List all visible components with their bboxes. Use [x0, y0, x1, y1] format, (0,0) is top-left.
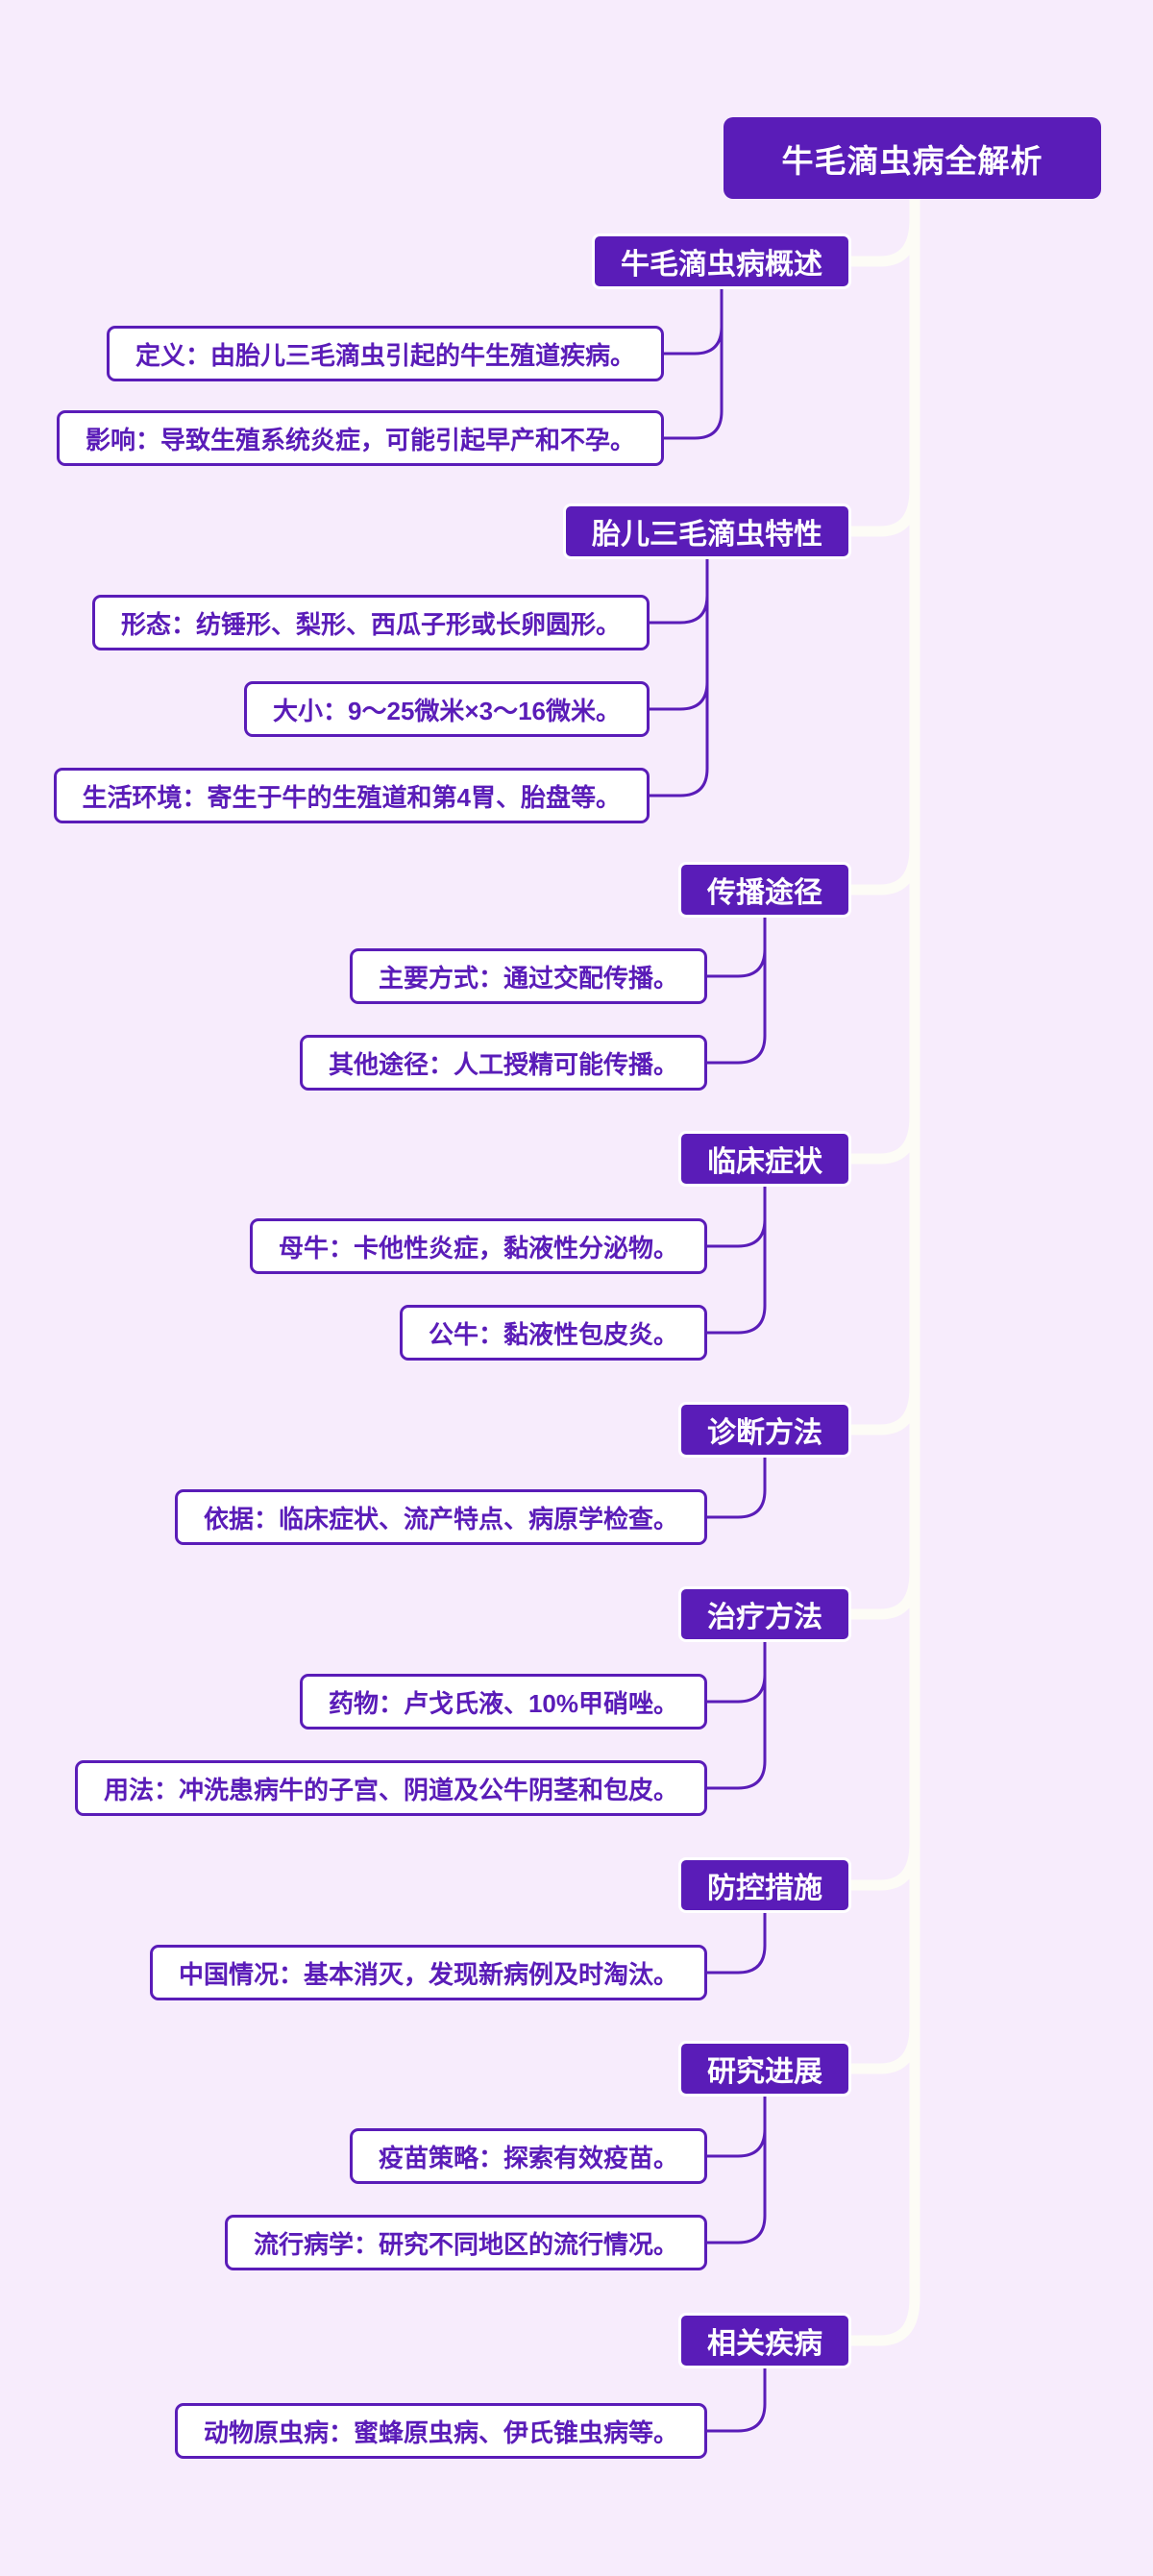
child-connector: [648, 555, 709, 625]
detail-node-cow-symptoms[interactable]: 母牛：卡他性炎症，黏液性分泌物。: [249, 1218, 707, 1274]
child-connector: [705, 1638, 767, 1704]
section-node-related-diseases[interactable]: 相关疾病: [678, 2313, 851, 2368]
section-node-treatment[interactable]: 治疗方法: [678, 1586, 851, 1642]
branch-connector: [838, 2021, 920, 2074]
section-node-parasite-traits[interactable]: 胎儿三毛滴虫特性: [563, 503, 851, 559]
section-node-prevention[interactable]: 防控措施: [678, 1857, 851, 1913]
detail-node-china-status[interactable]: 中国情况：基本消灭，发现新病例及时淘汰。: [149, 1945, 707, 2000]
root-node-title[interactable]: 牛毛滴虫病全解析: [724, 117, 1101, 199]
child-connector: [705, 914, 767, 978]
section-node-transmission[interactable]: 传播途径: [678, 862, 851, 918]
detail-node-definition[interactable]: 定义：由胎儿三毛滴虫引起的牛生殖道疾病。: [106, 326, 664, 381]
child-connector: [705, 2093, 767, 2158]
child-connector: [648, 555, 709, 797]
section-node-clinical-symptoms[interactable]: 临床症状: [678, 1131, 851, 1187]
branch-connector: [838, 2293, 920, 2346]
detail-node-size[interactable]: 大小：9～25微米×3～16微米。: [244, 681, 650, 737]
child-connector: [705, 1454, 767, 1519]
child-connector: [705, 914, 767, 1065]
detail-node-epidemiology[interactable]: 流行病学：研究不同地区的流行情况。: [224, 2215, 707, 2270]
detail-node-diagnosis-basis[interactable]: 依据：临床症状、流产特点、病原学检查。: [174, 1489, 707, 1545]
branch-connector: [838, 1837, 920, 1891]
detail-node-impact[interactable]: 影响：导致生殖系统炎症，可能引起早产和不孕。: [56, 410, 664, 466]
detail-node-drugs[interactable]: 药物：卢戈氏液、10%甲硝唑。: [299, 1674, 707, 1730]
branch-connector: [838, 483, 920, 537]
detail-node-bull-symptoms[interactable]: 公牛：黏液性包皮炎。: [399, 1305, 707, 1361]
branch-connector: [838, 1382, 920, 1435]
child-connector: [705, 1183, 767, 1335]
detail-node-other-route[interactable]: 其他途径：人工授精可能传播。: [299, 1035, 707, 1091]
branch-connector: [838, 1566, 920, 1620]
branch-connector: [838, 842, 920, 895]
branch-connector: [838, 1111, 920, 1165]
child-connector: [662, 285, 724, 440]
child-connector: [648, 555, 709, 711]
section-node-diagnosis[interactable]: 诊断方法: [678, 1402, 851, 1458]
detail-node-animal-protozoa[interactable]: 动物原虫病：蜜蜂原虫病、伊氏锥虫病等。: [174, 2403, 707, 2459]
detail-node-main-route[interactable]: 主要方式：通过交配传播。: [349, 948, 707, 1004]
detail-node-vaccine-strategy[interactable]: 疫苗策略：探索有效疫苗。: [349, 2128, 707, 2184]
section-node-research-progress[interactable]: 研究进展: [678, 2041, 851, 2097]
detail-node-morphology[interactable]: 形态：纺锤形、梨形、西瓜子形或长卵圆形。: [91, 595, 650, 650]
child-connector: [705, 2093, 767, 2245]
detail-node-habitat[interactable]: 生活环境：寄生于牛的生殖道和第4胃、胎盘等。: [53, 768, 650, 823]
child-connector: [705, 2365, 767, 2433]
child-connector: [705, 1183, 767, 1248]
detail-node-usage[interactable]: 用法：冲洗患病牛的子宫、阴道及公牛阴茎和包皮。: [74, 1760, 707, 1816]
branch-connector: [838, 213, 920, 267]
child-connector: [705, 1638, 767, 1790]
child-connector: [705, 1909, 767, 1975]
child-connector: [662, 285, 724, 356]
section-node-overview[interactable]: 牛毛滴虫病概述: [592, 233, 851, 289]
